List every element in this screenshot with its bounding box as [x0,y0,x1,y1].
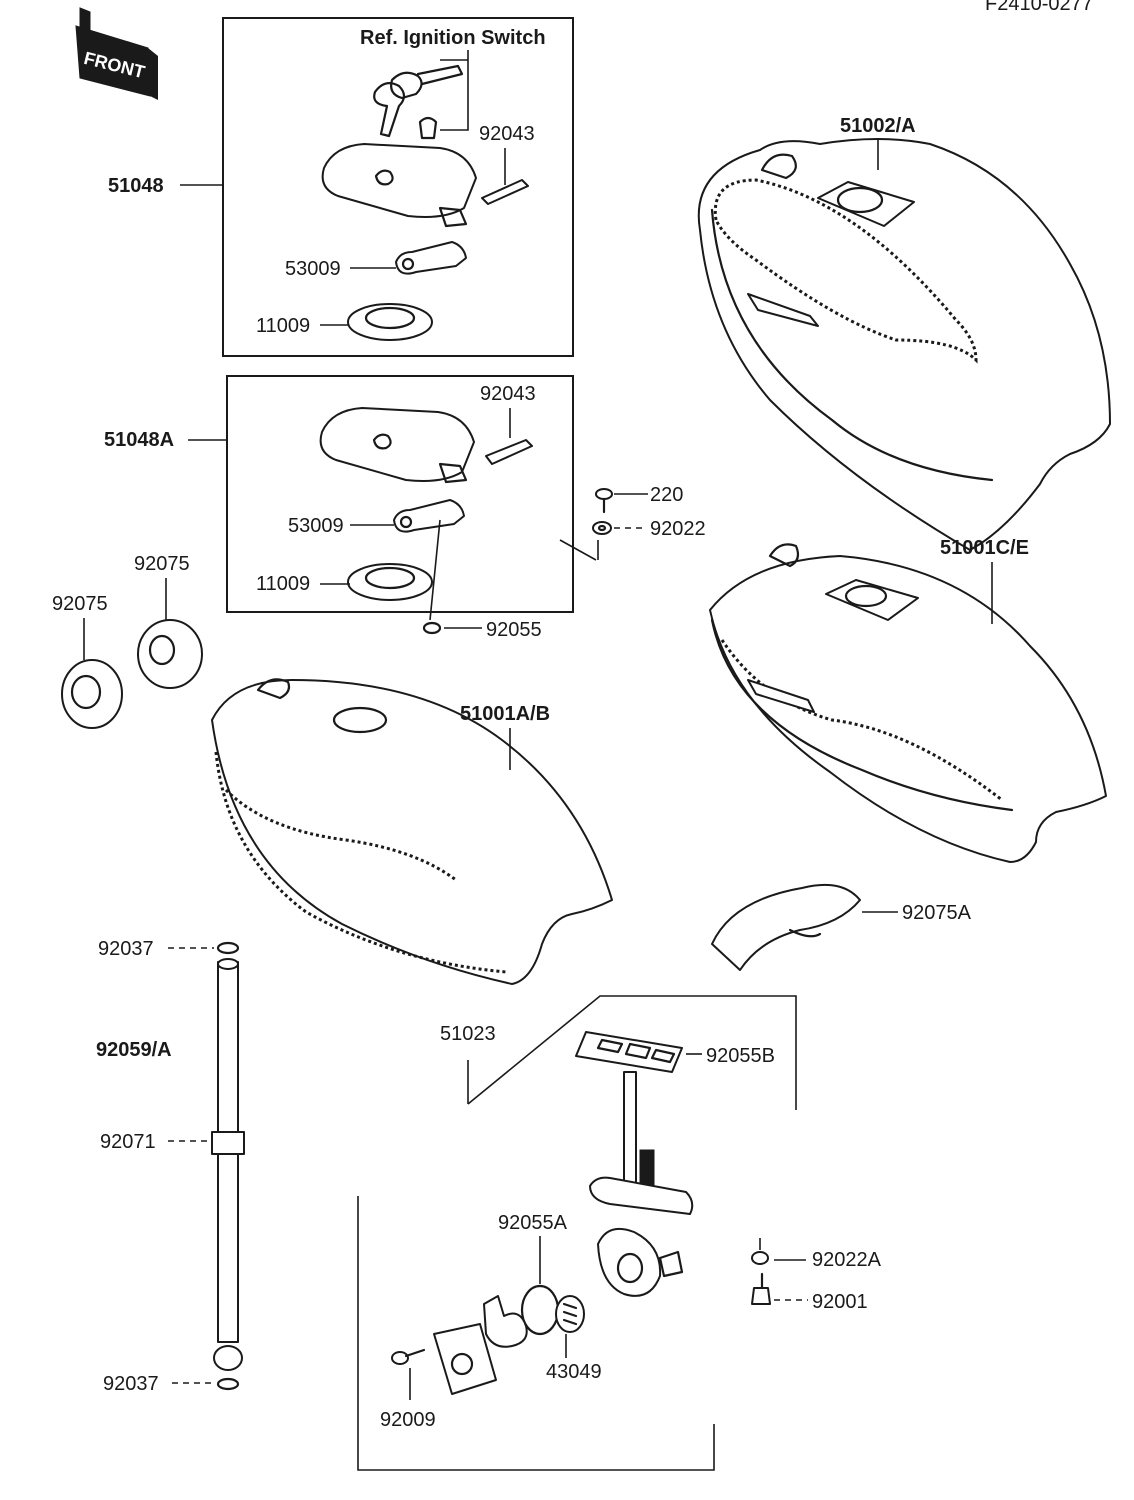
label-11009-a: 11009 [256,315,310,337]
washer-92022A [751,1251,769,1265]
label-11009-b: 11009 [256,573,310,595]
label-92075-a: 92075 [52,593,108,615]
gauge-rod-92059 [211,941,245,1391]
cover-plate [433,1323,497,1395]
label-92001: 92001 [812,1291,868,1313]
screw-220 [595,488,613,514]
ignition-cover-upper [321,143,529,228]
bracket-92075A [711,883,861,971]
washer-92022 [592,521,612,535]
lever-knob [483,1295,528,1348]
label-92022A: 92022A [812,1249,882,1271]
label-220: 220 [650,484,683,506]
lever-53009-upper [395,241,467,275]
fuel-cock-body [589,1071,694,1297]
screw-92009 [391,1348,426,1365]
cushion-92075-b [137,619,203,689]
label-51023: 51023 [440,1023,496,1045]
label-53009-b: 53009 [288,515,344,537]
label-51048A: 51048A [104,429,174,451]
label-51001AB: 51001A/B [460,703,550,725]
label-92071: 92071 [100,1131,156,1153]
label-51001CE: 51001C/E [940,537,1029,559]
fuel-tank-51002 [697,138,1111,551]
label-43049: 43049 [546,1361,602,1383]
fuel-tank-51001AB [211,678,613,985]
label-92055A: 92055A [498,1212,568,1234]
cushion-92075-a [61,659,123,729]
ignition-cover-lower [319,407,533,484]
gasket-92055B [575,1031,683,1073]
ref-ignition-label: Ref. Ignition Switch [360,27,546,49]
label-92075A: 92075A [902,902,972,924]
label-53009-a: 53009 [285,258,341,280]
fuel-tank-51001CE [709,543,1107,863]
label-92059A: 92059/A [96,1039,172,1061]
label-92075-b: 92075 [134,553,190,575]
seal-11009-lower [347,563,433,601]
label-92043-a: 92043 [479,123,535,145]
label-92037-a: 92037 [98,938,154,960]
ref-code: F2410-0277 [985,0,1093,15]
seal-11009-upper [347,303,433,341]
label-51002A: 51002/A [840,115,916,137]
oring-92055A [520,1284,560,1336]
lever-53009-lower [393,499,465,533]
ignition-cover-box-lower [226,375,574,613]
label-92009: 92009 [380,1409,436,1431]
label-92037-b: 92037 [103,1373,159,1395]
bolt-92001 [751,1272,771,1305]
label-92055: 92055 [486,619,542,641]
ignition-keys [373,64,464,140]
label-92043-b: 92043 [480,383,536,405]
oring-92055 [422,621,442,635]
filter-43049 [555,1295,585,1333]
label-51048: 51048 [108,175,164,197]
label-92022: 92022 [650,518,706,540]
ignition-cover-box-upper [222,17,574,357]
label-92055B: 92055B [706,1045,775,1067]
front-badge: FRONT [75,7,158,100]
